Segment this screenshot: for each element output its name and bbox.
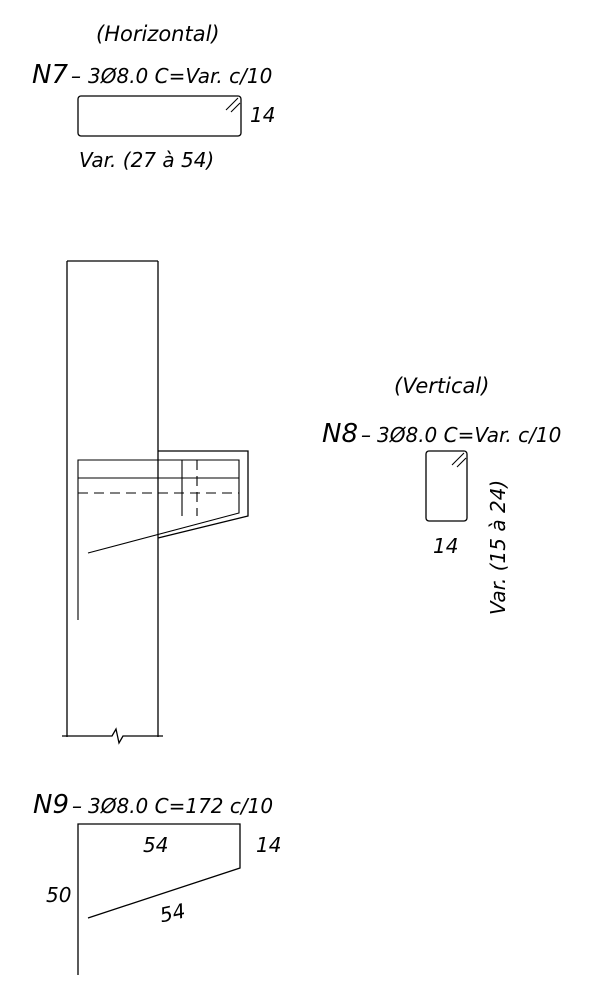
n8-orientation-label: (Vertical) — [394, 374, 489, 398]
n7-hook-mark-1 — [225, 97, 239, 111]
n8-mark: N8 — [322, 419, 358, 449]
n7-stirrup-shape — [77, 95, 242, 137]
column-elevation — [62, 260, 249, 745]
n7-dash: – — [71, 64, 81, 88]
n7-mark: N7 — [32, 60, 68, 90]
n8-width-dimension: 14 — [433, 534, 458, 558]
n9-spec: 3Ø8.0 C=172 c/10 — [88, 794, 273, 818]
n9-left-dimension: 50 — [46, 883, 71, 907]
rebar-n9-path — [77, 459, 240, 620]
n7-spec: 3Ø8.0 C=Var. c/10 — [88, 64, 272, 88]
corbel-outline — [157, 450, 249, 539]
n8-hook-mark-2 — [456, 457, 467, 468]
n9-mark: N9 — [33, 790, 69, 820]
n9-dash: – — [72, 794, 82, 818]
n9-right-dimension: 14 — [256, 833, 281, 857]
bar-n7-group: (Horizontal) N7 – 3Ø8.0 C=Var. c/10 14 V… — [32, 22, 275, 172]
n7-hook-mark-2 — [230, 102, 241, 113]
n7-length-dimension: Var. (27 à 54) — [79, 148, 214, 172]
n7-orientation-label: (Horizontal) — [96, 22, 220, 46]
n8-height-dimension: Var. (15 à 24) — [486, 480, 510, 615]
n9-top-dimension: 54 — [143, 833, 168, 857]
bar-n9-group: N9 – 3Ø8.0 C=172 c/10 54 14 50 54 — [33, 790, 281, 975]
column-break-line — [62, 727, 163, 745]
n9-diagonal-dimension: 54 — [158, 898, 188, 927]
n8-stirrup-shape — [425, 450, 468, 522]
n7-side-dimension: 14 — [250, 103, 275, 127]
n8-dash: – — [361, 423, 371, 447]
n8-spec: 3Ø8.0 C=Var. c/10 — [377, 423, 561, 447]
n9-bar-shape — [77, 823, 241, 975]
n8-hook-mark-1 — [451, 452, 465, 466]
bar-n8-group: (Vertical) N8 – 3Ø8.0 C=Var. c/10 14 Var… — [322, 374, 561, 615]
